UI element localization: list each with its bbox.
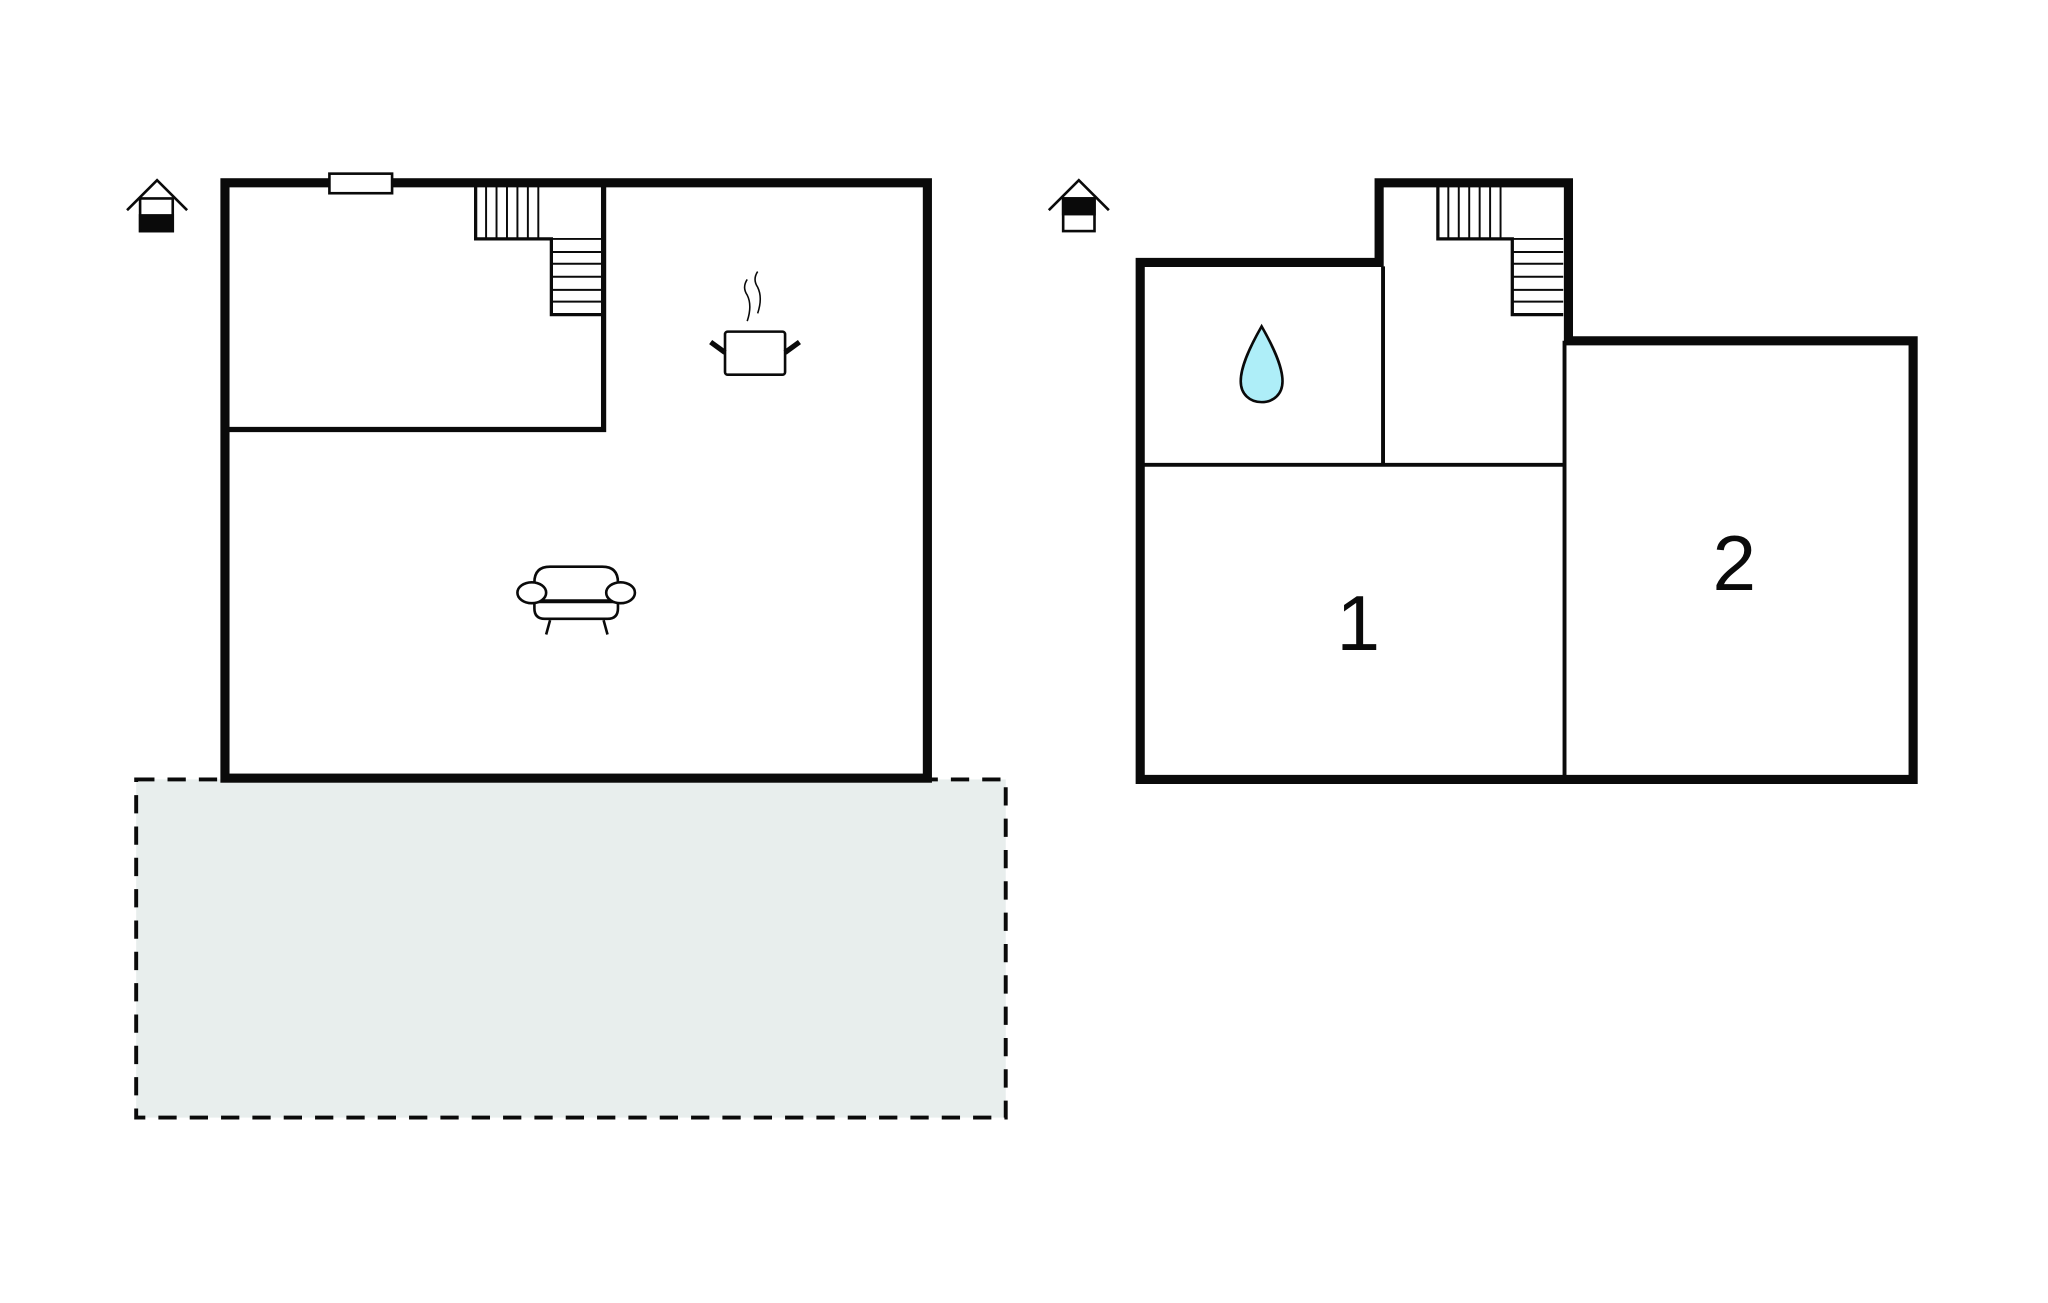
armchair-icon: [516, 565, 637, 635]
outer-walls: [1135, 178, 1918, 785]
kitchen-pot-icon: [709, 271, 801, 377]
water-drop-icon: [1239, 323, 1284, 404]
stairs-icon: [474, 186, 601, 317]
outer-walls: [220, 178, 932, 783]
upper-floor-plan: 1 2: [1135, 178, 1918, 785]
room-label-1: 1: [1336, 579, 1380, 667]
window-icon: [328, 172, 394, 195]
ground-floor-plan: [220, 172, 932, 783]
stairs-icon: [1436, 186, 1564, 317]
house-ground-floor-icon: [126, 178, 189, 233]
terrace-area: [134, 777, 1008, 1120]
interior-wall: [228, 186, 607, 433]
house-upper-floor-icon: [1047, 178, 1110, 233]
room-label-2: 2: [1712, 519, 1756, 607]
